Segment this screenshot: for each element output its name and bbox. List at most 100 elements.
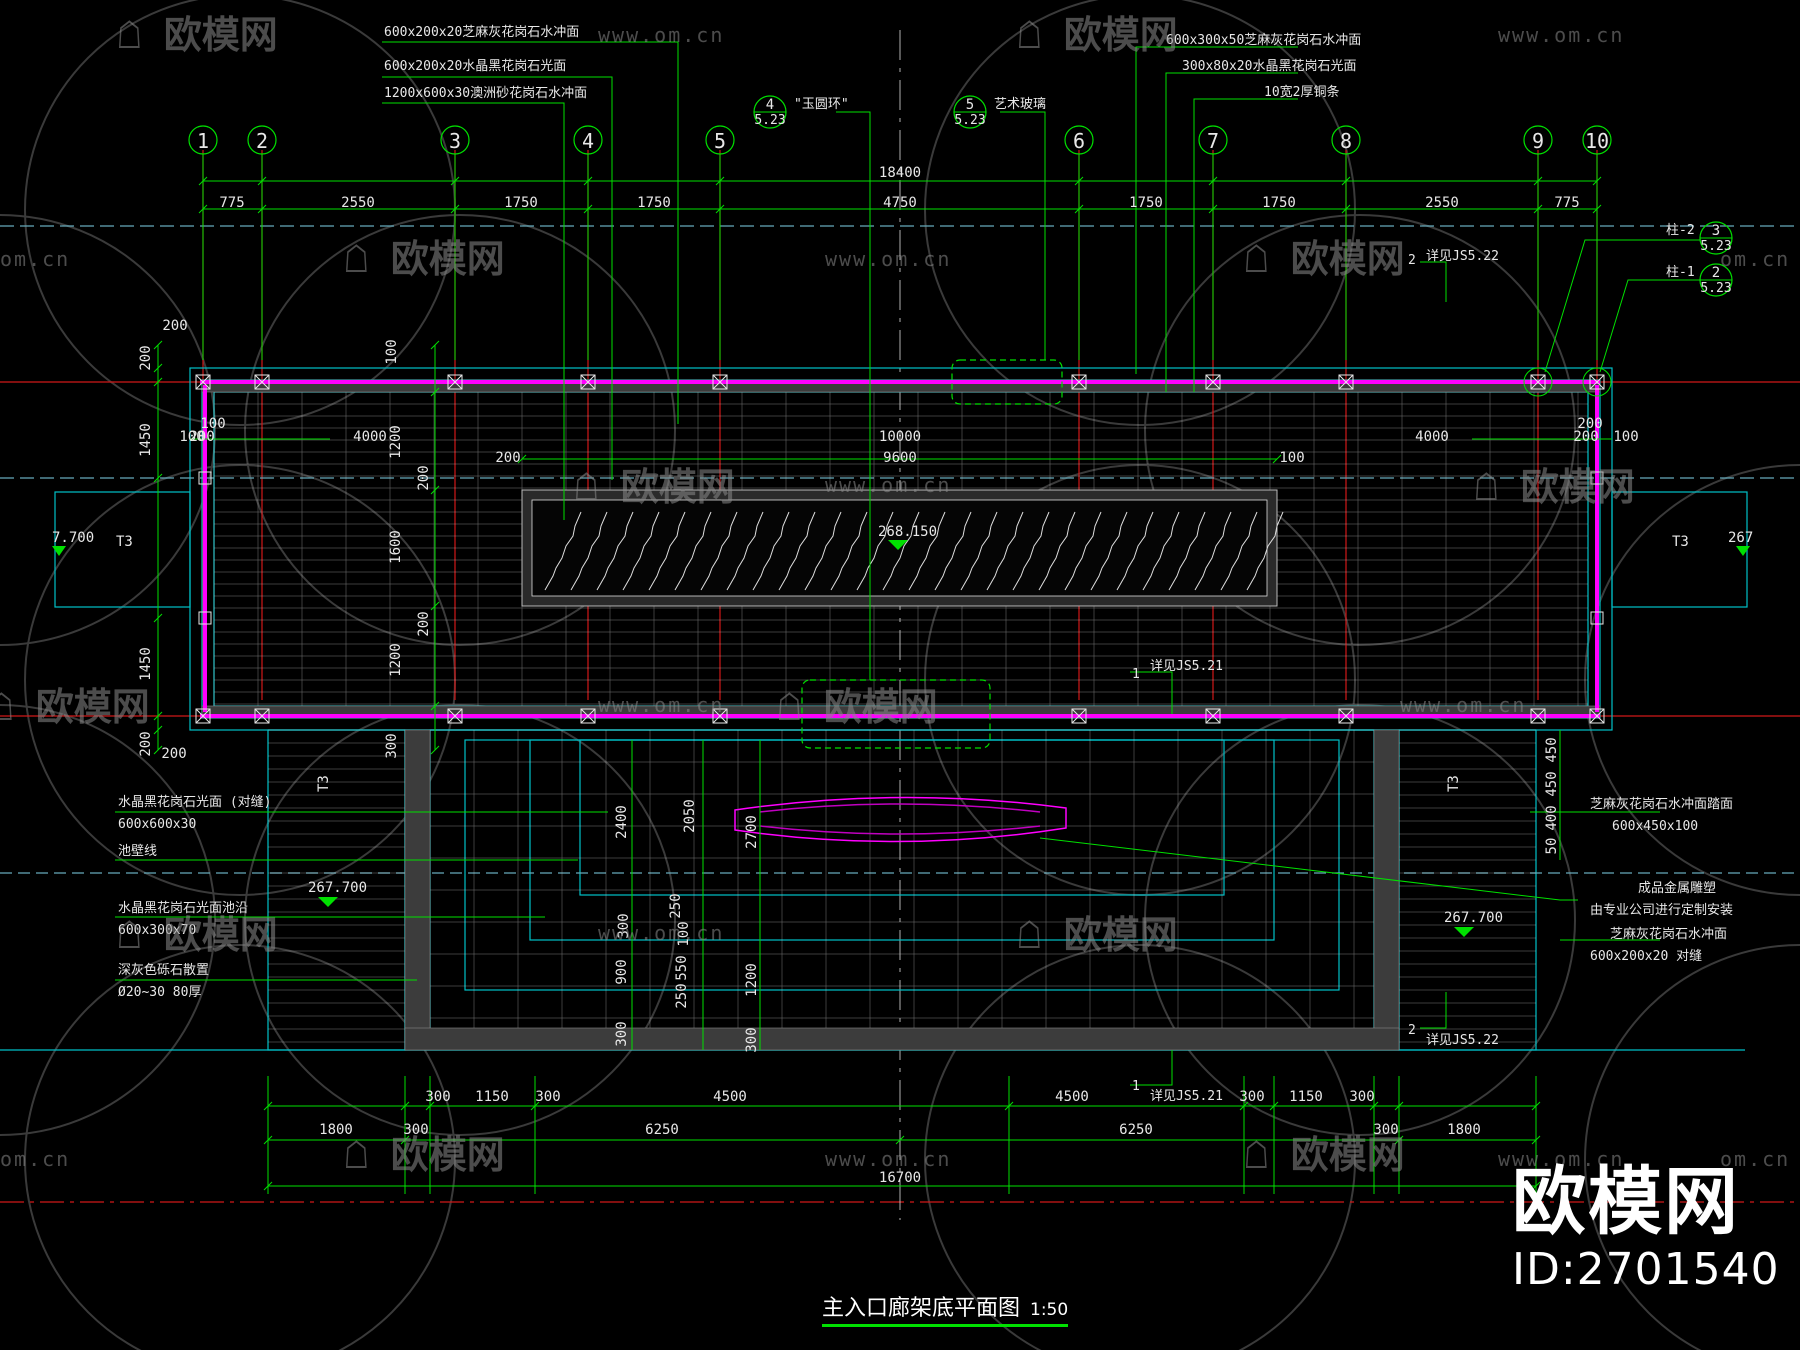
mark-t3-right: T3	[1672, 534, 1689, 550]
watermark-logo: ☖ 欧模网	[1475, 465, 1635, 509]
callout-sheet: 5.23	[954, 113, 985, 128]
note-top-6: 10宽2厚铜条	[1264, 84, 1339, 100]
dim-bottom-mid: 1800	[1447, 1122, 1481, 1138]
detail-num-4: 2	[1408, 1023, 1416, 1038]
dim-lower-vertical: 250	[668, 893, 684, 918]
pool-hatch-stroke	[908, 511, 946, 591]
dim-right-vertical: 400	[1544, 805, 1560, 830]
watermark-circle	[1584, 944, 1800, 1350]
watermark-logo: ☖ 欧模网	[345, 1133, 505, 1177]
column	[712, 708, 728, 724]
pool-hatch-stroke	[726, 511, 764, 591]
note-left-3a: 水晶黑花岗石光面池沿	[118, 900, 248, 916]
dim-tick	[1272, 454, 1282, 464]
brand-id: ID:2701540	[1512, 1244, 1780, 1295]
column	[195, 708, 211, 724]
watermark-logo: ☖ 欧模网	[345, 237, 505, 281]
column-cross	[1589, 708, 1605, 724]
dim-tick	[153, 377, 163, 387]
note-left-4a: 深灰色砾石散置	[118, 962, 209, 978]
watermark-url-short: om.cn	[1720, 247, 1790, 271]
dim-tick	[583, 176, 593, 186]
callout-label: 艺术玻璃	[994, 97, 1046, 112]
pool-hatch-stroke	[1090, 511, 1128, 591]
dim-lower-vertical: 100	[676, 921, 692, 946]
watermark-circle	[924, 944, 1356, 1350]
dim-tick	[153, 473, 163, 483]
dim-bottom-mid: 6250	[645, 1122, 679, 1138]
pool-hatch-stroke	[986, 511, 1024, 591]
callout-sheet: 5.23	[1700, 281, 1731, 296]
dim-bottom-inner: 4500	[713, 1089, 747, 1105]
column-cross	[447, 708, 463, 724]
dim-center-left: 1600	[388, 530, 404, 564]
column	[198, 611, 212, 625]
watermark-url: www.om.cn	[825, 1147, 951, 1171]
dim-tick	[400, 1135, 410, 1145]
dim-tick	[1269, 1101, 1279, 1111]
dim-tick	[153, 711, 163, 721]
watermark-logo: ☖ 欧模网	[1018, 913, 1178, 957]
dim-small: 100	[1613, 429, 1638, 445]
column-cross	[580, 374, 596, 390]
dim-tick	[517, 454, 527, 464]
dim-tick	[1531, 1101, 1541, 1111]
dim-top: 1750	[1262, 195, 1296, 211]
note-top-3: 1200x600x30澳洲砂花岗石水冲面	[384, 85, 587, 101]
dim-center-left: 1200	[388, 643, 404, 677]
dim-center-left: 200	[416, 611, 432, 636]
column	[1205, 374, 1221, 390]
dim-top: 1750	[1129, 195, 1163, 211]
dim-tick	[430, 387, 440, 397]
dim-bottom-inner: 1150	[1289, 1089, 1323, 1105]
dim-tick	[1592, 204, 1602, 214]
dim-pool-width: 9600	[883, 450, 917, 466]
dim-lower-vertical: 900	[614, 959, 630, 984]
dim-tick	[715, 176, 725, 186]
column	[1071, 374, 1087, 390]
watermark-logo: ☖ 欧模网	[0, 685, 150, 729]
column	[1530, 374, 1546, 390]
dim-tick	[1208, 176, 1218, 186]
callout-number: 4	[766, 97, 774, 113]
column	[580, 374, 596, 390]
dim-top: 2550	[1425, 195, 1459, 211]
note-right-1b: 600x450x100	[1612, 819, 1698, 834]
pool-hatch-stroke	[778, 511, 816, 591]
pool-hatch-stroke	[1012, 511, 1050, 591]
dim-tick	[430, 601, 440, 611]
column-cross	[712, 374, 728, 390]
watermark-circle	[244, 214, 676, 646]
watermarks: ☖ 欧模网☖ 欧模网☖ 欧模网☖ 欧模网☖ 欧模网☖ 欧模网☖ 欧模网☖ 欧模网…	[0, 13, 1790, 1177]
callout-label: 柱-2	[1666, 223, 1695, 238]
left-notes: 水晶黑花岗石光面 (对缝) 600x600x30 池壁线 水晶黑花岗石光面池沿 …	[118, 794, 271, 1000]
callout-number: 2	[1712, 265, 1720, 281]
detail-ref-1: 详见JS5.22	[1426, 249, 1499, 264]
dim-center-left: 200	[416, 465, 432, 490]
column	[1590, 471, 1604, 485]
pool-hatch-stroke	[1194, 511, 1232, 591]
dim-tick	[1533, 204, 1543, 214]
dim-lower-vertical: 100	[384, 339, 400, 364]
dim-bottom-mid: 1800	[319, 1122, 353, 1138]
dim-bottom-mid: 300	[1373, 1122, 1398, 1138]
column-callout-ring	[1523, 367, 1553, 397]
metal-sculpture	[734, 796, 1067, 843]
dim-tick	[257, 176, 267, 186]
column-cross	[1338, 708, 1354, 724]
callout-label: 柱-1	[1666, 265, 1695, 280]
watermark-url: www.om.cn	[1400, 693, 1526, 717]
note-left-1b: 600x600x30	[118, 817, 196, 832]
dim-small: 100	[1279, 450, 1304, 466]
watermark-logo: ☖ 欧模网	[1245, 1133, 1405, 1177]
dim-tick	[1533, 176, 1543, 186]
watermark-url: www.om.cn	[825, 247, 951, 271]
dim-tick	[715, 204, 725, 214]
pool-hatch-stroke	[1064, 511, 1102, 591]
note-left-4b: Ø20~30 80厚	[118, 985, 201, 1000]
dim-tick	[1074, 204, 1084, 214]
dim-bottom-inner: 300	[1239, 1089, 1264, 1105]
